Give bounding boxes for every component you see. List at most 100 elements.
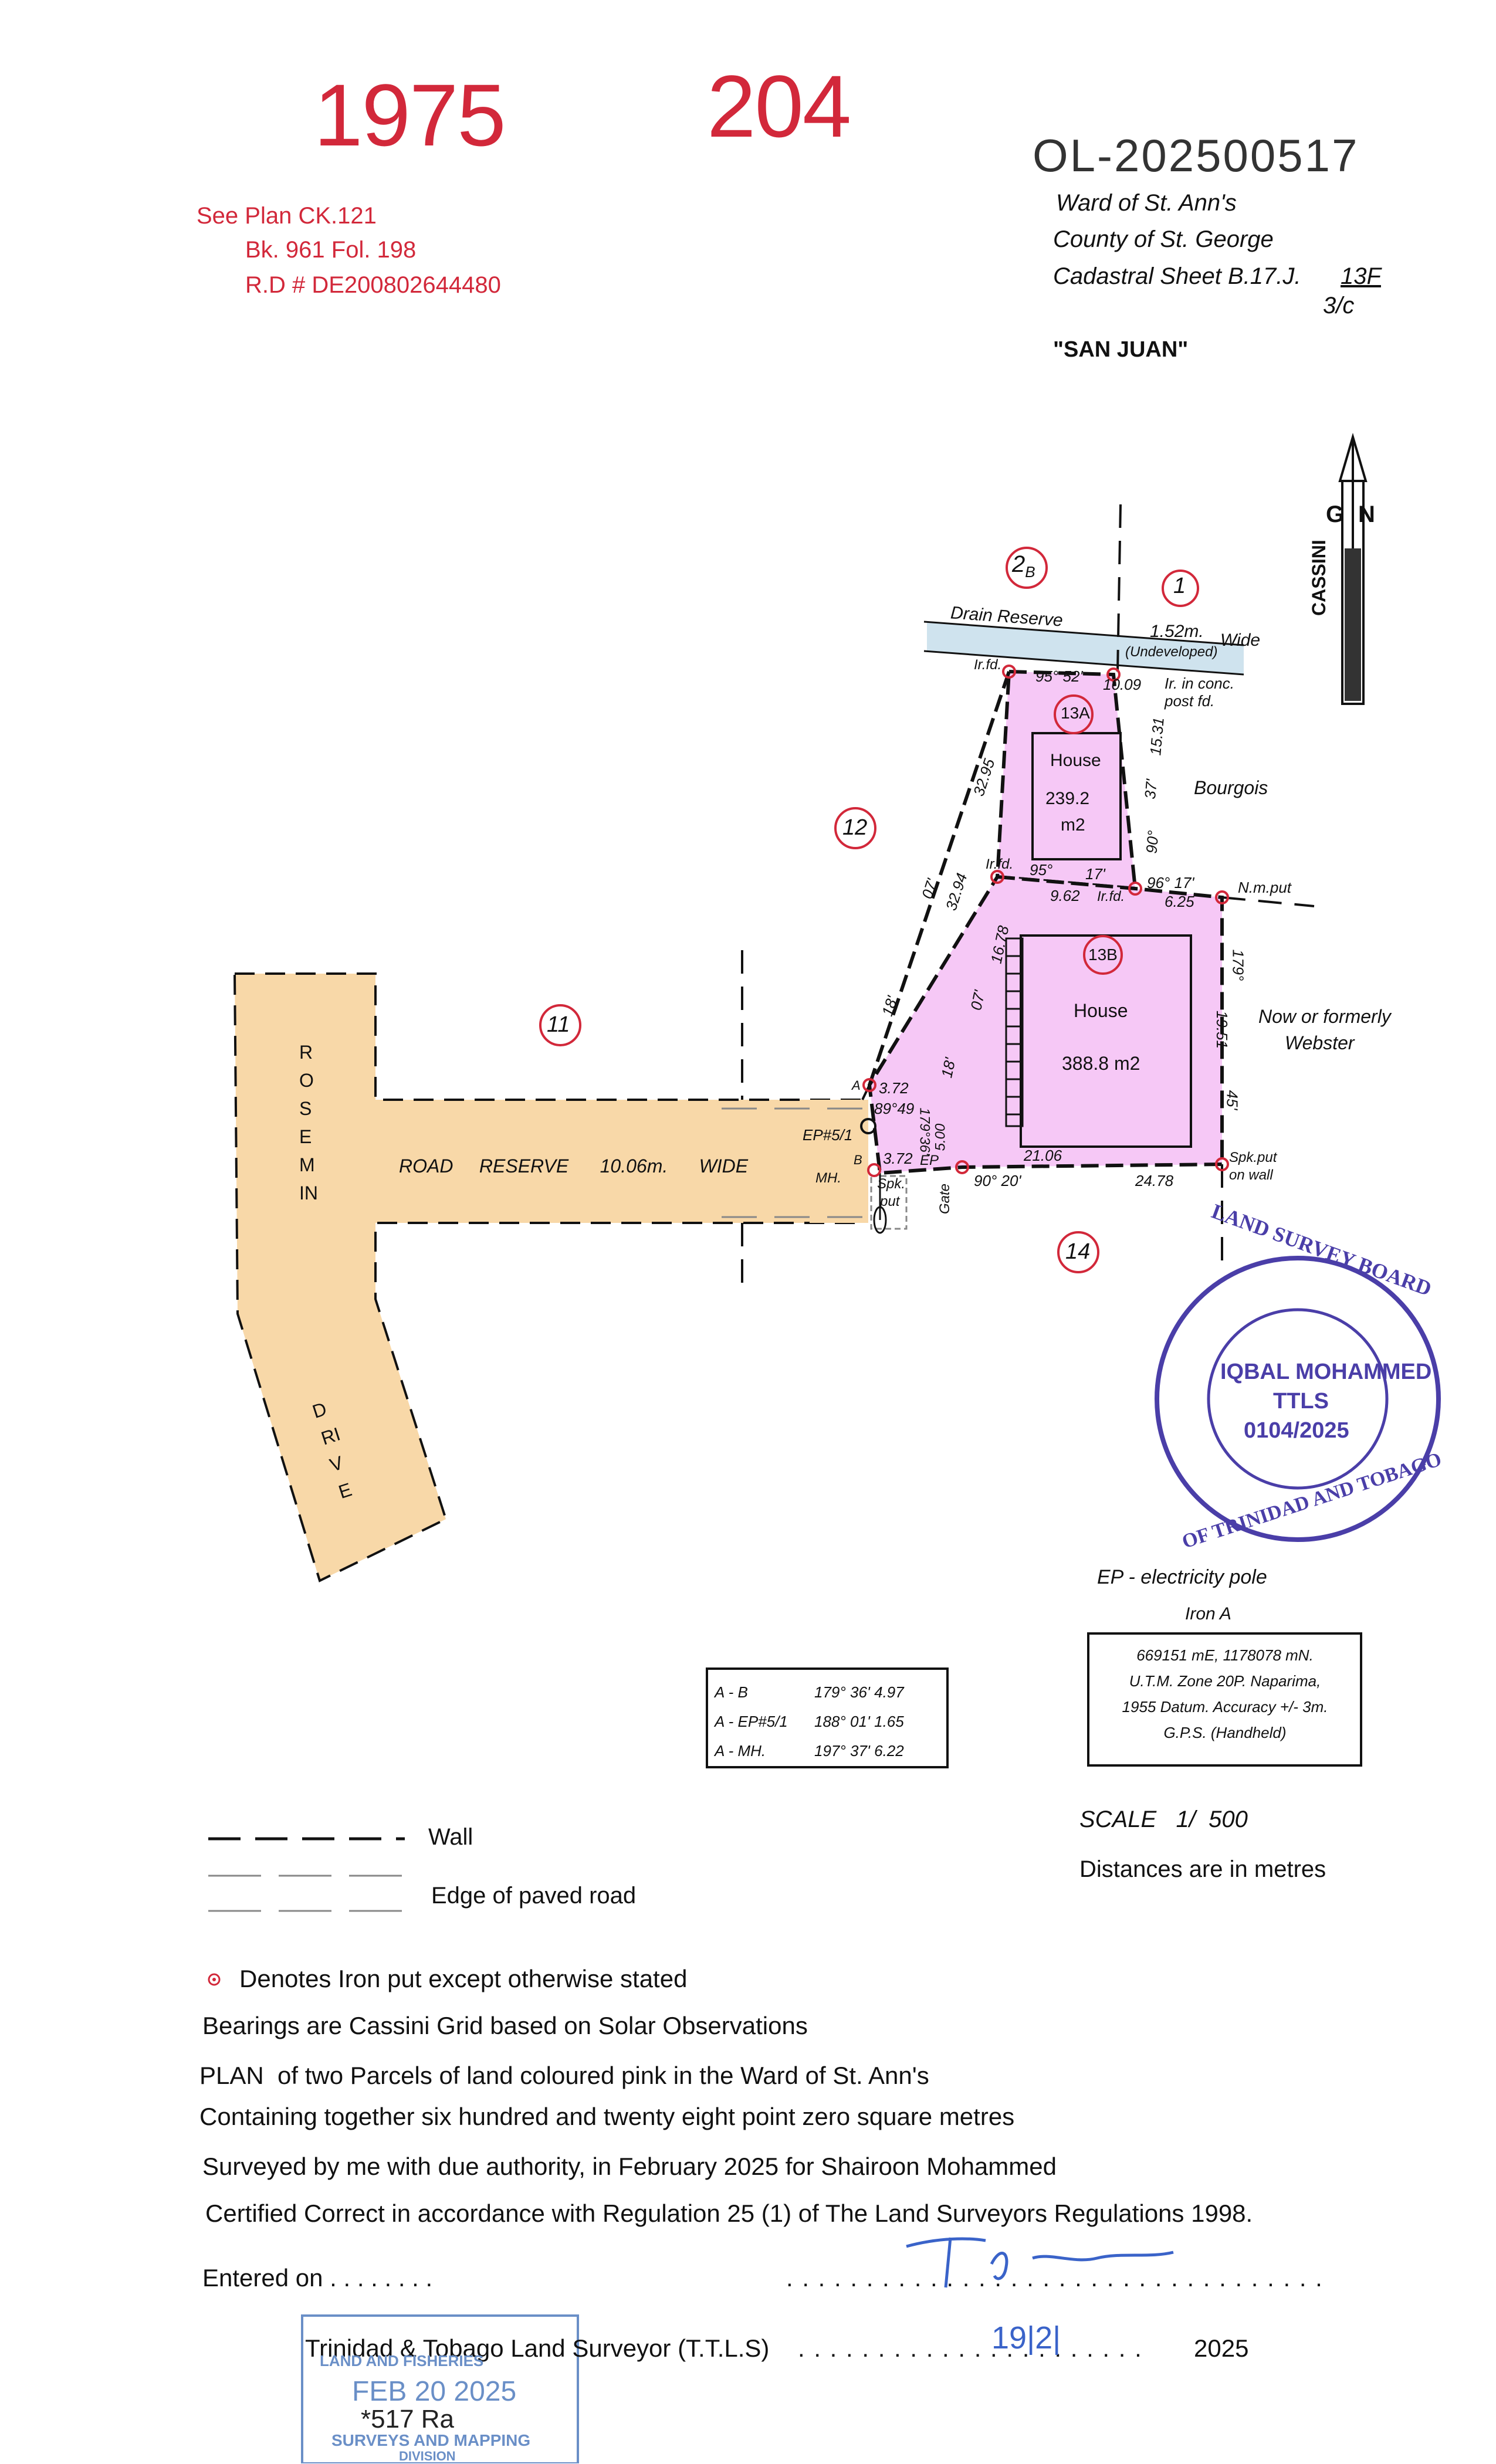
iron-found-mid: Ir.fd. [986, 856, 1014, 872]
iron-found-mid2: Ir.fd. [1097, 889, 1125, 904]
ref-plan: See Plan CK.121 [197, 203, 377, 229]
iron-box-line: U.T.M. Zone 20P. Naparima, [1129, 1672, 1321, 1690]
dist-19-51: 19.51 [1213, 1010, 1231, 1049]
bearing-mid-left: 95° [1030, 861, 1053, 879]
bourgois-label: Bourgois [1194, 777, 1268, 798]
rosemin-label: ROSEMIN [299, 1042, 318, 1204]
surveyor-signature [906, 2237, 1174, 2288]
house-a-label: House [1050, 751, 1101, 770]
iron-box-title: Iron A [1185, 1604, 1231, 1624]
surveyor-year: 2025 [1194, 2334, 1249, 2362]
bearing-mid-17: 17' [1085, 865, 1105, 883]
surveyor-line: Trinidad & Tobago Land Surveyor (T.T.L.S… [305, 2334, 770, 2362]
road-reserve-area [233, 972, 864, 1582]
nm-put-label: N.m.put [1238, 879, 1292, 896]
manhole-label: MH. [815, 1170, 841, 1186]
area-b-value: 388.8 m2 [1062, 1053, 1140, 1074]
bearings-paragraph: Bearings are Cassini Grid based on Solar… [202, 2012, 808, 2039]
area-a-unit: m2 [1061, 815, 1085, 835]
lot-11: 11 [547, 1012, 570, 1037]
drain-wide: Wide [1220, 631, 1261, 650]
seal-number: 0104/2025 [1244, 1418, 1349, 1443]
ministry-stamp-line1: LAND AND FISHERIES [320, 2352, 484, 2370]
county-label: County of St. George [1053, 226, 1274, 252]
seal-title: TTLS [1273, 1389, 1329, 1414]
land-survey-board-seal [1155, 1256, 1441, 1542]
legend-paved: Edge of paved road [431, 1883, 637, 1909]
iron-box-line: G.P.S. (Handheld) [1163, 1724, 1287, 1741]
iron-box-line: 1955 Datum. Accuracy +/- 3m. [1122, 1698, 1328, 1716]
ep-5-1-label: EP#5/1 [803, 1126, 853, 1144]
point-b: B [854, 1153, 862, 1167]
iron-box-line: 669151 mE, 1178078 mN. [1136, 1646, 1314, 1664]
ministry-stamp-line4: DIVISION [399, 2449, 456, 2463]
stamp-number-1975: 1975 [314, 66, 506, 164]
cassini-label: CASSINI [1308, 540, 1329, 616]
cadastral-denominator: 3/c [1323, 293, 1355, 318]
ward-label: Ward of St. Ann's [1056, 190, 1237, 216]
surveyor-dots: . . . . . . . . . . . . . . . . . . . . … [798, 2334, 1143, 2362]
entered-dots: . . . . . . . . . . . . . . . . . . . . … [786, 2264, 1324, 2292]
spk-put-1: Spk. [877, 1176, 906, 1192]
ref-rd: R.D # DE200802644480 [245, 272, 501, 298]
drain-width: 1.52m. [1150, 622, 1204, 641]
cadastral-numerator: 13F [1341, 263, 1381, 289]
dist-24-78: 24.78 [1135, 1172, 1174, 1189]
stamp-number-204: 204 [707, 57, 851, 155]
house-13b [1020, 934, 1192, 1148]
north-grid-label: G [1326, 501, 1345, 527]
dist-21-06: 21.06 [1024, 1147, 1062, 1164]
spk-put-2: put [880, 1194, 900, 1209]
north-label: N [1358, 501, 1375, 527]
distances-note: Distances are in metres [1079, 1856, 1326, 1882]
gate-label: Gate [937, 1183, 953, 1215]
handwritten-date: 19|2| [991, 2320, 1061, 2355]
undeveloped-label: (Undeveloped) [1125, 644, 1218, 660]
iron-conc-1: Ir. in conc. [1165, 675, 1234, 692]
dist-15-31: 15.31 [1146, 716, 1167, 757]
ministry-stamp-number: *517 Ra [361, 2405, 455, 2434]
road-reserve-label: ROAD RESERVE 10.06m. WIDE [399, 1155, 749, 1177]
bearing-179: 179° [1229, 949, 1247, 981]
lot-12: 12 [842, 815, 868, 840]
dist-top: 10.09 [1103, 676, 1142, 693]
house-13a [1031, 732, 1122, 860]
bearing-45: 45' [1223, 1090, 1241, 1110]
ep-legend: EP - electricity pole [1097, 1566, 1267, 1588]
webster-line2: Webster [1285, 1032, 1355, 1053]
bearing-table-row: A - MH.197° 37' 6.22 [715, 1742, 904, 1760]
dist-3-72a: 3.72 [879, 1079, 909, 1097]
bearing-mid-right: 96° 17' [1147, 874, 1194, 892]
iron-box-lines: 669151 mE, 1178078 mN. U.T.M. Zone 20P. … [1096, 1642, 1354, 1746]
seal-name: IQBAL MOHAMMED [1220, 1360, 1432, 1384]
ministry-stamp-line3: SURVEYS AND MAPPING [331, 2431, 531, 2449]
ref-book: Bk. 961 Fol. 198 [245, 237, 417, 263]
lot-2b: 2B [1012, 551, 1035, 581]
dist-6-25: 6.25 [1165, 893, 1194, 910]
iron-info-box [1087, 1632, 1362, 1767]
spk-wall-2: on wall [1229, 1167, 1273, 1183]
dist-5-00: 5.00 [932, 1123, 949, 1151]
lot-14: 14 [1065, 1239, 1091, 1264]
webster-line1: Now or formerly [1258, 1006, 1391, 1027]
cadastral-label: Cadastral Sheet B.17.J. [1053, 263, 1301, 289]
area-a-value: 239.2 [1045, 789, 1090, 808]
angle-89-49: 89°49 [874, 1100, 915, 1117]
bearing-90: 90° [1142, 829, 1162, 855]
containing-paragraph: Containing together six hundred and twen… [199, 2103, 1015, 2130]
ep-small-label: EP [920, 1153, 939, 1168]
scale-label: SCALE 1/ 500 [1079, 1807, 1248, 1832]
north-arrow-icon [1338, 432, 1368, 705]
ministry-stamp-box [301, 2314, 579, 2463]
drain-reserve-band [927, 622, 1244, 675]
parcel-13a-label: 13A [1061, 704, 1090, 722]
certified-paragraph: Certified Correct in accordance with Reg… [205, 2199, 1253, 2227]
spk-wall-1: Spk.put [1229, 1150, 1277, 1165]
parcel-13b-label: 13B [1088, 945, 1118, 964]
bearing-top: 95° 52' [1035, 667, 1083, 685]
bearing-37: 37' [1141, 778, 1160, 800]
